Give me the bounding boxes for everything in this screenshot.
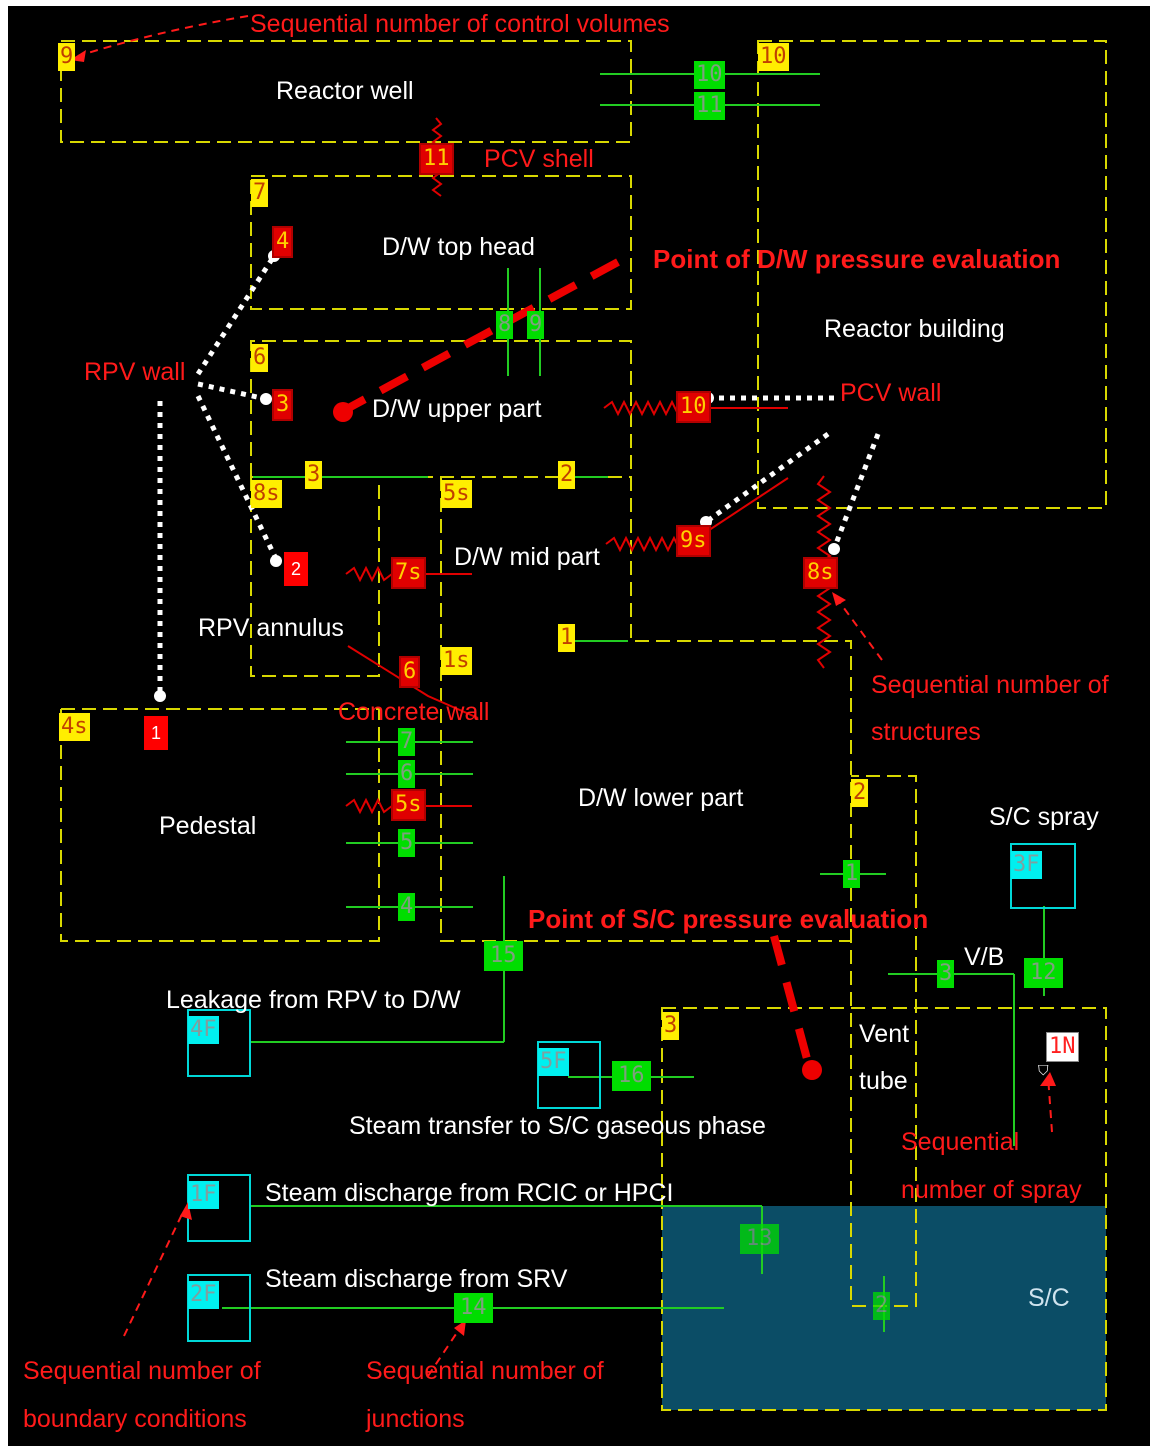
sc-pressure-point-dot [802,1060,822,1080]
seq-bc-label-1: Sequential number of [23,1357,261,1385]
region-vent-tube-2: tube [859,1067,908,1095]
region-rpv-annulus: RPV annulus [198,614,344,642]
structure-tag: 6 [399,656,421,688]
seq-spray-label-1: Sequential [901,1128,1020,1156]
junction-tag: 10 [694,61,725,89]
control-volume-tag: 8s [251,480,282,508]
seq-junctions-label-1: Sequential number of [366,1357,604,1385]
boundary-condition-tag: 1F [188,1181,219,1209]
control-volume-tag: 5s [441,480,472,508]
control-volume-tag: 4s [59,713,90,741]
junction-tag: 6 [398,760,416,788]
region-dw-top-head: D/W top head [382,233,535,261]
concrete-wall-label: Concrete wall [338,698,490,726]
region-dw-mid-part: D/W mid part [454,543,600,571]
flow-srv: Steam discharge from SRV [265,1265,568,1293]
junction-tag: 5 [398,829,416,857]
structure-tag: 4 [272,226,294,258]
leader-lines [157,254,881,694]
junction-tag: 1 [558,624,576,652]
junction-tag: 16 [612,1061,651,1091]
structure-tag: 9s [676,525,711,557]
boundary-condition-tag: 2F [188,1281,219,1309]
sc-pressure-point-label: Point of S/C pressure evaluation [528,904,929,934]
region-reactor-building: Reactor building [824,315,1005,343]
region-pedestal: Pedestal [159,812,257,840]
control-volume-tag: 9 [58,43,76,71]
region-sc-spray: S/C spray [989,803,1099,831]
control-volume-tag: 1s [441,647,472,675]
seq-bc-label-2: boundary conditions [23,1405,247,1433]
seq-junctions-label-2: junctions [366,1405,465,1433]
flow-rcic-hpci: Steam discharge from RCIC or HPCI [265,1179,674,1207]
flow-leakage: Leakage from RPV to D/W [166,986,461,1014]
junction-tag: 13 [740,1224,779,1254]
pcv-shell-label: PCV shell [484,145,594,173]
volume-borders [60,40,1107,1411]
junction-tag: 14 [454,1293,493,1323]
junction-lines [222,73,1045,1332]
seq-structures-label-1: Sequential number of [871,671,1109,699]
boundary-condition-tag: 4F [188,1016,219,1044]
dw-pressure-point-dot [333,402,353,422]
seq-structures-label-2: structures [871,718,981,746]
junction-tag: 2 [873,1292,891,1320]
dw-pressure-point-label: Point of D/W pressure evaluation [653,244,1061,274]
rpv-wall-node: 2 [284,552,309,586]
junction-tag: 4 [398,893,416,921]
region-vb: V/B [964,943,1005,971]
pressure-leaders [341,258,814,1072]
junction-tag: 7 [398,728,416,756]
pcv-wall-label: PCV wall [840,379,942,407]
boundary-condition-tag: 3F [1011,851,1042,879]
junction-tag: 2 [558,461,576,489]
junction-tag: 8 [496,311,514,339]
junction-tag: 12 [1024,958,1063,988]
spray-tag: 1N [1046,1032,1079,1062]
junction-tag: 11 [694,92,725,120]
region-dw-upper-part: D/W upper part [372,395,542,423]
structure-tag: 3 [272,389,294,421]
structure-tag: 7s [391,557,426,589]
structure-tag: 5s [391,789,426,821]
control-volume-tag: 2 [851,779,869,807]
structure-tag: 8s [803,557,838,589]
flow-steam-transfer: Steam transfer to S/C gaseous phase [349,1112,766,1140]
diagram-lines [60,15,1107,1411]
region-vent-tube-1: Vent [859,1020,910,1048]
seq-control-volumes-label: Sequential number of control volumes [250,10,670,38]
control-volume-tag: 6 [251,344,269,372]
region-sc: S/C [1028,1284,1070,1312]
junction-tag: 3 [305,461,323,489]
control-volume-tag: 3 [662,1012,680,1040]
junction-tag: 3 [937,960,955,988]
junction-tag: 9 [527,311,545,339]
spray-nozzle-icon: ⛉ [1038,1063,1049,1079]
rpv-wall-label: RPV wall [84,358,186,386]
seq-spray-label-2: number of spray [901,1176,1082,1204]
region-dw-lower-part: D/W lower part [578,784,744,812]
arrow-heads [70,50,1056,1336]
region-reactor-well: Reactor well [276,77,414,105]
structure-tag: 10 [676,391,711,423]
control-volume-tag: 10 [758,43,789,71]
diagram-canvas: Sequential number of control volumes PCV… [8,6,1150,1446]
junction-tag: 1 [843,860,861,888]
control-volume-tag: 7 [251,179,269,207]
boundary-condition-tag: 5F [538,1048,569,1076]
junction-tag: 15 [484,941,523,971]
rpv-wall-node: 1 [144,716,169,750]
structure-tag: 11 [419,143,454,175]
